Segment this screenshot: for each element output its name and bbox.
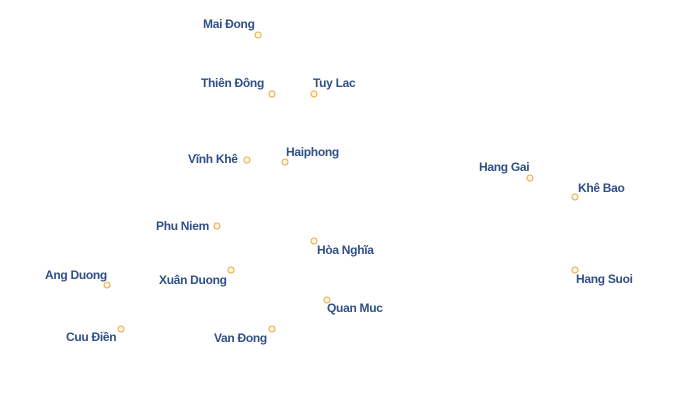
place-label: Ang Duong	[45, 268, 107, 282]
place-dot-icon[interactable]	[227, 266, 235, 274]
place-dot-icon[interactable]	[526, 174, 534, 182]
place-dot-icon[interactable]	[243, 156, 251, 164]
place-dot-icon[interactable]	[310, 90, 318, 98]
place-label: Tuy Lac	[313, 76, 356, 90]
place-dot-icon[interactable]	[281, 158, 289, 166]
place-dot-icon[interactable]	[268, 325, 276, 333]
place-label: Hang Suoi	[576, 272, 633, 286]
place-dot-icon[interactable]	[571, 266, 579, 274]
place-label: Thiên Đông	[201, 76, 264, 90]
place-label: Xuân Duong	[159, 273, 227, 287]
place-dot-icon[interactable]	[268, 90, 276, 98]
place-dot-icon[interactable]	[117, 325, 125, 333]
place-dot-icon[interactable]	[103, 281, 111, 289]
place-label: Haiphong	[286, 145, 339, 159]
place-label: Hang Gai	[479, 160, 530, 174]
place-label: Mai Đong	[203, 17, 255, 31]
place-label: Khê Bao	[578, 181, 625, 195]
place-label: Van Đong	[214, 331, 267, 345]
place-label: Hòa Nghĩa	[317, 243, 374, 257]
place-dot-icon[interactable]	[323, 296, 331, 304]
place-label: Quan Muc	[327, 301, 383, 315]
place-dot-icon[interactable]	[213, 222, 221, 230]
place-label: Phu Niem	[156, 219, 209, 233]
place-dot-icon[interactable]	[254, 31, 262, 39]
place-label: Cuu Điền	[66, 330, 117, 344]
place-dot-icon[interactable]	[571, 193, 579, 201]
place-label: Vĩnh Khê	[188, 152, 238, 166]
place-dot-icon[interactable]	[310, 237, 318, 245]
